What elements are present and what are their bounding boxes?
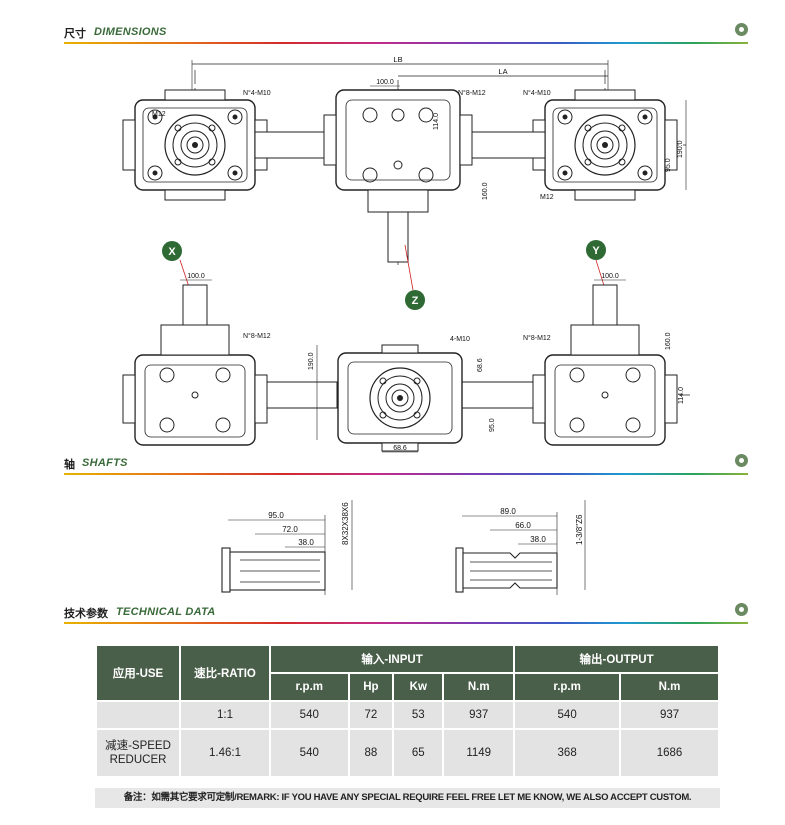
label-n8m12-bl: N°8-M12 [243, 332, 271, 340]
marker-x: X [168, 246, 176, 258]
shaft-drawing: 95.0 72.0 38.0 8X32X38X6 89.0 66.0 38.0 … [221, 500, 586, 595]
label-la: LA [498, 67, 507, 76]
subheader-input-nm: N.m [444, 674, 514, 700]
label-95-top: 95.0 [665, 158, 672, 172]
shaft-right-d3: 38.0 [530, 535, 546, 544]
subheader-output-rpm: r.p.m [515, 674, 620, 700]
label-160-top: 160.0 [482, 182, 489, 200]
label-n4m10-right: N°4-M10 [523, 89, 551, 97]
cell-value: 540 [271, 702, 348, 728]
cell-value: 368 [515, 730, 620, 776]
remark-note: 备注：如需其它要求可定制/REMARK: IF YOU HAVE ANY SPE… [95, 788, 720, 808]
shafts-dot-icon [735, 454, 748, 467]
cell-use [97, 702, 179, 728]
shaft-left-d2: 72.0 [282, 525, 298, 534]
label-100-top: 100.0 [376, 79, 394, 86]
subheader-input-rpm: r.p.m [271, 674, 348, 700]
shaft-right-d1: 89.0 [500, 507, 516, 516]
label-100-bl: 100.0 [187, 273, 205, 280]
cell-value: 1686 [621, 730, 718, 776]
technical-data-table: 应用-USE 速比-RATIO 输入-INPUT 输出-OUTPUT r.p.m… [95, 644, 720, 778]
technical-title-en: TECHNICAL DATA [116, 606, 216, 618]
header-output: 输出-OUTPUT [515, 646, 718, 672]
shaft-right-d2: 66.0 [515, 521, 531, 530]
cell-ratio: 1.46:1 [181, 730, 269, 776]
shaft-left-d1: 95.0 [268, 511, 284, 520]
label-n8m12-br: N°8-M12 [523, 334, 551, 342]
dimension-drawing: LB LA 100.0 N°4-M10 M12 N°8-M12 N°4-M10 … [122, 55, 690, 453]
cell-value: 937 [444, 702, 514, 728]
cell-value: 540 [271, 730, 348, 776]
label-n8m12-top: N°8-M12 [458, 89, 486, 97]
cell-value: 540 [515, 702, 620, 728]
label-160-bottom: 160.0 [665, 332, 672, 350]
cell-value: 65 [394, 730, 443, 776]
subheader-input-kw: Kw [394, 674, 443, 700]
label-114-top: 114.0 [433, 113, 440, 130]
shaft-right-spec: 1-3/8"Z6 [575, 514, 584, 545]
technical-header: 技术参数 TECHNICAL DATA [64, 602, 748, 624]
label-95-bottom: 95.0 [489, 418, 496, 432]
technical-rule [64, 622, 748, 624]
label-686-v: 68.6 [477, 358, 484, 372]
technical-dot-icon [735, 603, 748, 616]
header-input: 输入-INPUT [271, 646, 514, 672]
label-lb: LB [393, 55, 402, 64]
cell-value: 53 [394, 702, 443, 728]
cell-value: 937 [621, 702, 718, 728]
label-n4m10-left: N°4-M10 [243, 89, 271, 97]
dimensions-rule [64, 42, 748, 44]
cell-value: 1149 [444, 730, 514, 776]
technical-title-cn: 技术参数 [64, 607, 108, 620]
label-100-br: 100.0 [601, 273, 619, 280]
cell-value: 88 [349, 730, 393, 776]
table-row: 1:1 540 72 53 937 540 937 [97, 702, 718, 728]
shafts-rule [64, 473, 748, 475]
header-ratio: 速比-RATIO [181, 646, 269, 700]
label-4m10: 4-M10 [450, 336, 470, 343]
marker-z: Z [412, 295, 419, 307]
marker-y: Y [592, 245, 600, 257]
label-190-bottom: 190.0 [308, 352, 315, 370]
subheader-output-nm: N.m [621, 674, 718, 700]
dimensions-header: 尺寸 DIMENSIONS [64, 22, 748, 44]
label-114-bottom: 114.0 [678, 387, 685, 404]
cell-ratio: 1:1 [181, 702, 269, 728]
subheader-input-hp: Hp [349, 674, 393, 700]
label-m12-right: M12 [540, 194, 554, 201]
dimensions-title-en: DIMENSIONS [94, 26, 167, 38]
shaft-left-d3: 38.0 [298, 538, 314, 547]
shafts-header: 轴 SHAFTS [64, 453, 748, 475]
label-m12-left: M12 [152, 111, 166, 118]
shaft-left-spec: 8X32X38X6 [341, 502, 350, 545]
cell-use: 减速-SPEED REDUCER [97, 730, 179, 776]
label-686-h: 68.6 [393, 445, 407, 452]
shafts-title-cn: 轴 [64, 458, 75, 471]
label-190-top: 190.0 [677, 140, 684, 158]
shafts-title-en: SHAFTS [82, 457, 128, 469]
dimensions-title-cn: 尺寸 [64, 27, 86, 40]
header-use: 应用-USE [97, 646, 179, 700]
cell-value: 72 [349, 702, 393, 728]
table-row: 减速-SPEED REDUCER 1.46:1 540 88 65 1149 3… [97, 730, 718, 776]
dimensions-dot-icon [735, 23, 748, 36]
